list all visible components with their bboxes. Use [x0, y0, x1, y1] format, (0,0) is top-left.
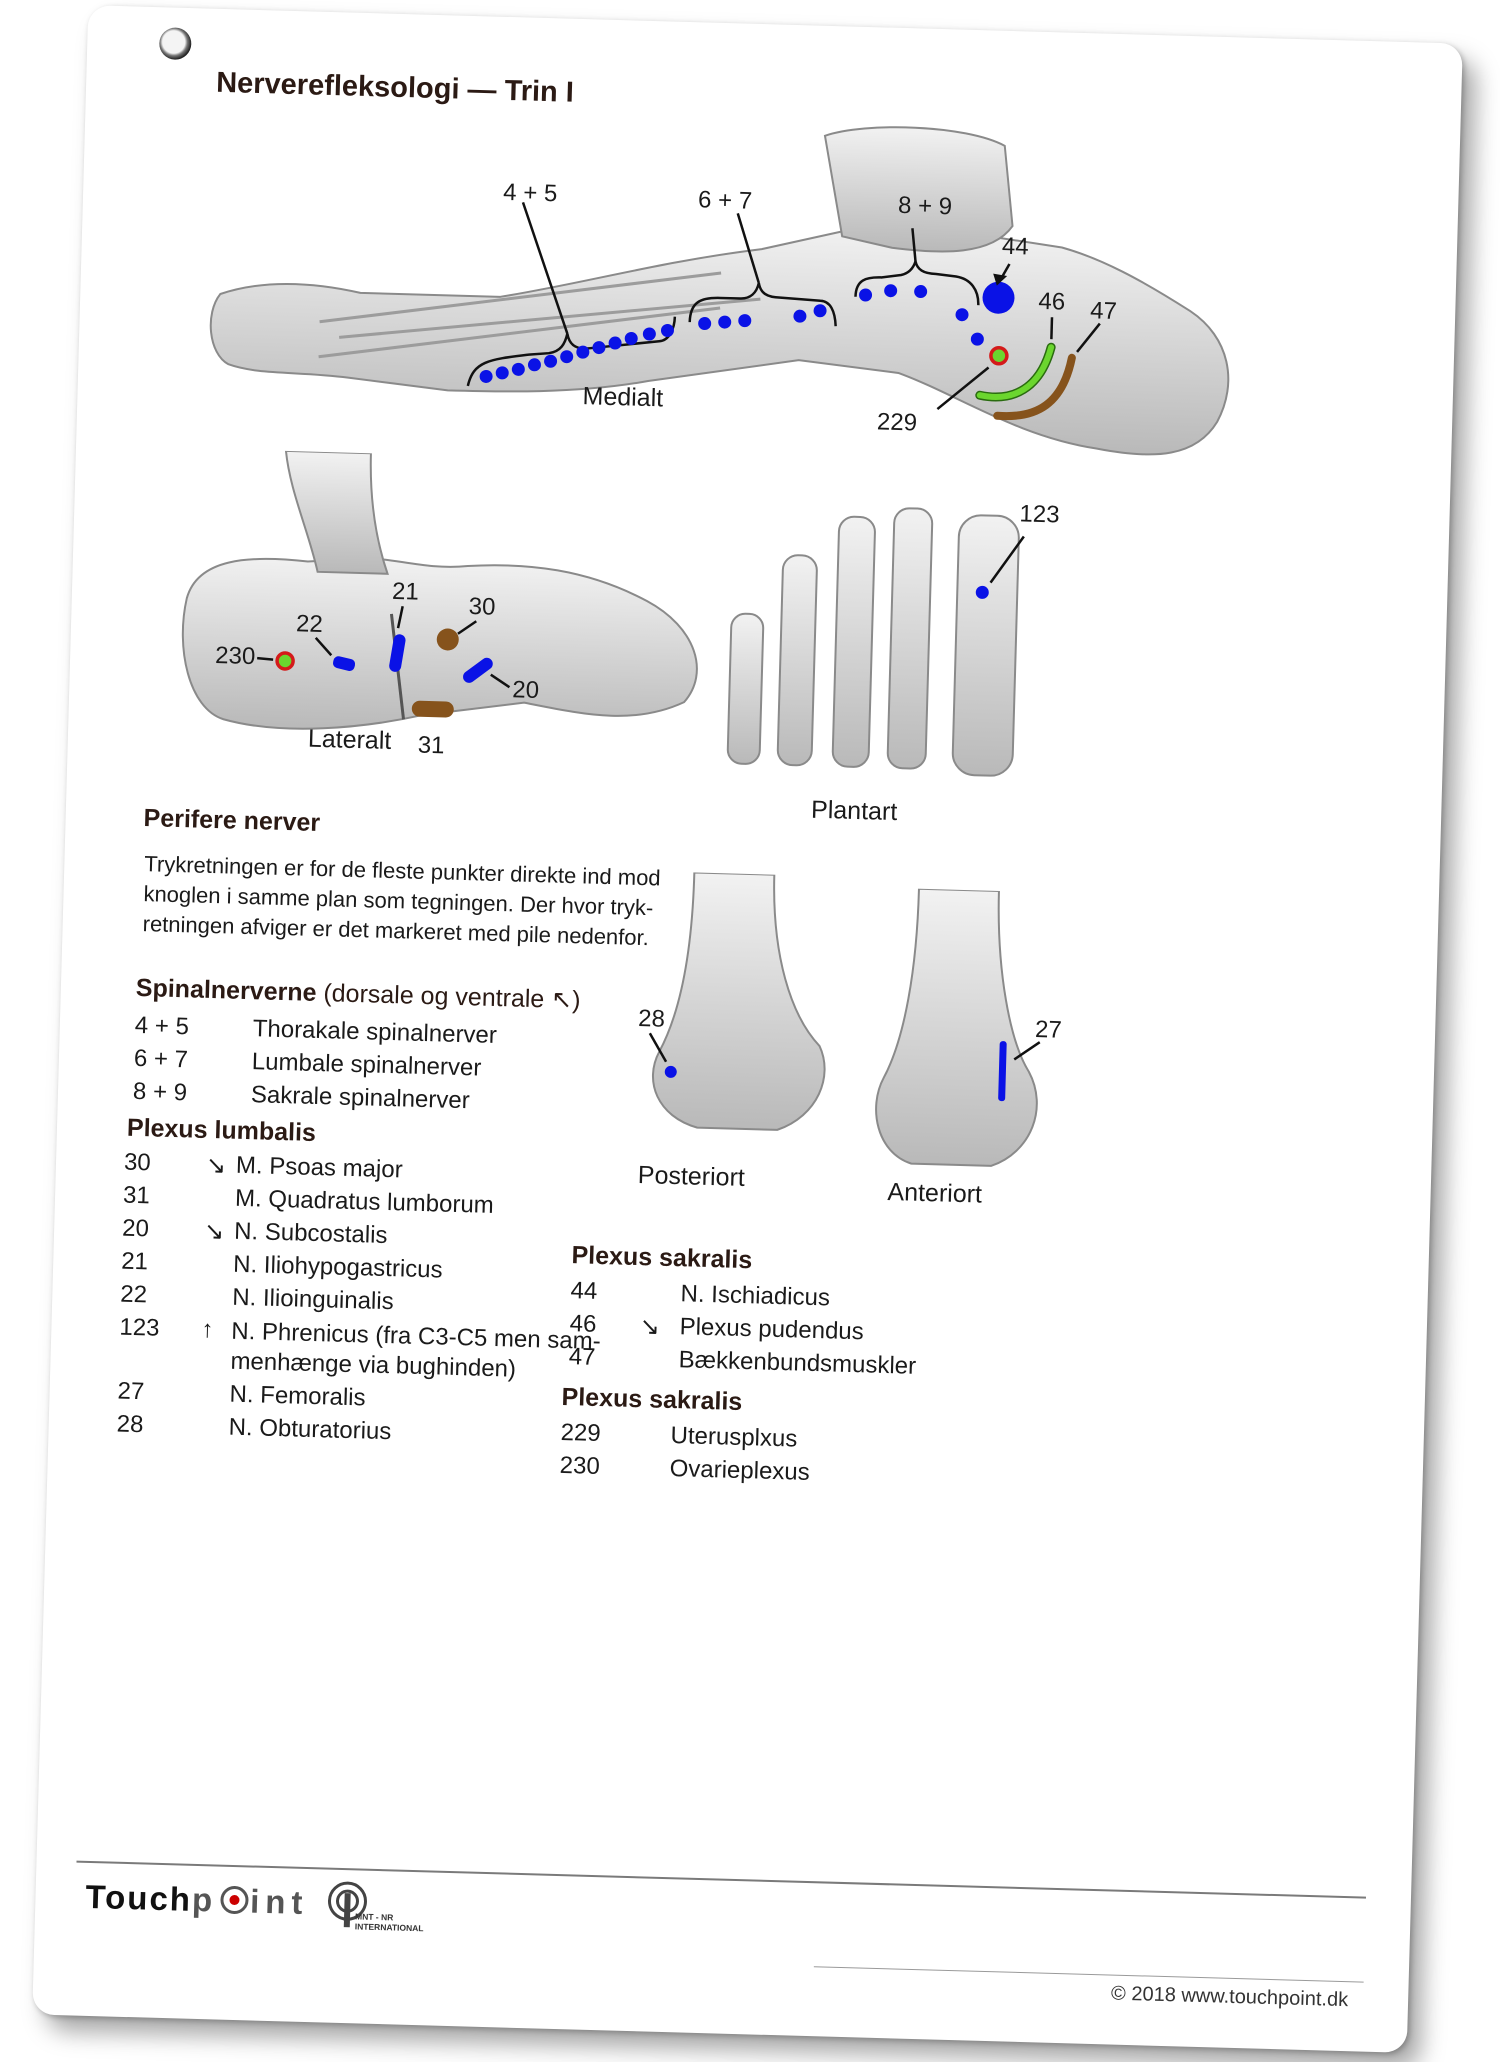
- label-6-7: 6 + 7: [698, 186, 753, 214]
- label-4-5: 4 + 5: [503, 179, 558, 207]
- point-123: [975, 585, 989, 599]
- line-47: [993, 353, 1076, 421]
- logo-dot-icon: [219, 1885, 249, 1915]
- label-22: 22: [296, 610, 323, 638]
- label-230: 230: [215, 642, 256, 670]
- lateral-foot-diagram: 230 22 21 30 20 31: [181, 449, 698, 760]
- figure-anterior: 27: [851, 887, 1089, 1193]
- points-8-9: [859, 284, 984, 346]
- copyright-text: © 2018 www.touchpoint.dk: [1110, 1982, 1349, 2012]
- point-22: [332, 656, 356, 671]
- heading-spinal-bold: Spinalnerverne: [135, 973, 317, 1007]
- tibia-medial: [823, 126, 1014, 253]
- medial-foot-diagram: 4 + 5 6 + 7 8 + 9 44 46 47 229: [209, 126, 1230, 456]
- label-229: 229: [877, 408, 918, 436]
- label-8-9: 8 + 9: [898, 192, 953, 220]
- mnt-logo: MNT - NR INTERNATIONAL: [324, 1879, 426, 1943]
- label-46: 46: [1038, 288, 1065, 316]
- fibula-lateral: [284, 449, 389, 575]
- label-31: 31: [417, 732, 444, 760]
- mnt-emblem-icon: MNT - NR INTERNATIONAL: [327, 1881, 424, 1933]
- point-229: [989, 346, 1009, 366]
- caption-anterior: Anteriort: [887, 1177, 983, 1209]
- anterior-ankle-diagram: 27: [875, 887, 1062, 1167]
- foot-bones-medial: [209, 226, 1230, 456]
- footer-divider-2: [813, 1966, 1364, 1983]
- svg-text:INTERNATIONAL: INTERNATIONAL: [355, 1921, 424, 1933]
- label-28: 28: [638, 1005, 665, 1033]
- point-31: [411, 700, 454, 718]
- point-30: [436, 628, 459, 651]
- figure-lateral: 230 22 21 30 20 31: [162, 448, 730, 774]
- label-20: 20: [512, 676, 539, 704]
- reference-card: Nerverefleksologi — Trin I: [32, 5, 1463, 2053]
- figure-posterior: 28: [617, 871, 855, 1157]
- heading-spinal: Spinalnerverne (dorsale og ventrale ↖): [135, 973, 581, 1015]
- figure-plantar: 123: [707, 483, 1085, 793]
- point-20: [463, 657, 493, 683]
- figure-medial: 4 + 5 6 + 7 8 + 9 44 46 47 229: [194, 84, 1435, 538]
- plantar-toes-diagram: 123: [726, 500, 1060, 777]
- svg-text:MNT - NR: MNT - NR: [355, 1911, 394, 1922]
- label-21: 21: [392, 578, 419, 606]
- points-4-5: [479, 323, 674, 383]
- point-230: [275, 651, 295, 671]
- point-21: [389, 634, 406, 672]
- label-30: 30: [468, 593, 495, 621]
- punch-hole: [158, 27, 192, 61]
- heading-spinal-note: (dorsale og ventrale ↖): [323, 979, 581, 1015]
- posterior-ankle-diagram: 28: [638, 871, 826, 1131]
- tibia-posterior: [651, 871, 826, 1131]
- caption-plantar: Plantart: [810, 795, 898, 827]
- label-44: 44: [1002, 233, 1029, 261]
- heading-perifere: Perifere nerver: [143, 804, 321, 837]
- heading-sakralis-1: Plexus sakralis: [571, 1241, 753, 1275]
- points-6-7: [698, 304, 827, 331]
- tibia-anterior: [875, 887, 1038, 1167]
- label-123: 123: [1019, 500, 1060, 528]
- line-46: [976, 344, 1055, 400]
- label-47: 47: [1090, 297, 1117, 325]
- point-28: [664, 1065, 677, 1078]
- label-27: 27: [1035, 1016, 1062, 1044]
- point-44: [982, 281, 1015, 314]
- caption-lateral: Lateralt: [307, 724, 392, 755]
- heading-lumbalis: Plexus lumbalis: [126, 1113, 317, 1147]
- caption-medial: Medialt: [582, 382, 664, 413]
- line-27: [998, 1041, 1007, 1102]
- heading-sakralis-2: Plexus sakralis: [561, 1382, 743, 1416]
